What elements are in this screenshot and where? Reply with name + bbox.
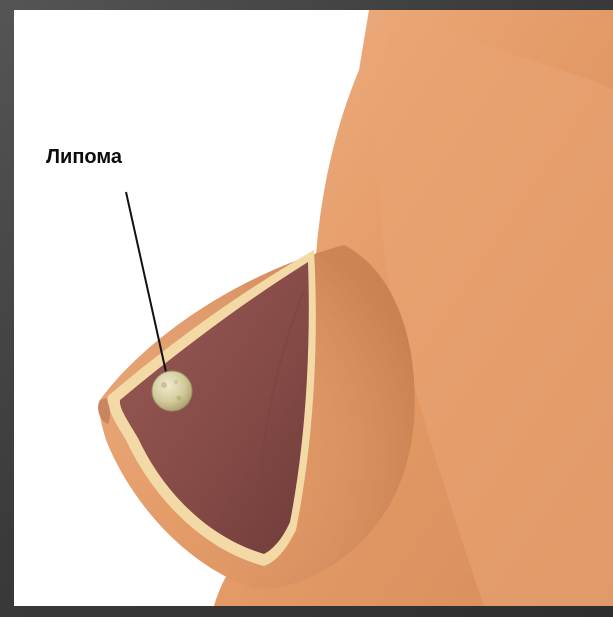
lipoma-texture-2 [177,396,182,401]
anatomy-illustration [14,10,613,606]
lipoma-texture-3 [174,380,178,384]
lipoma-label: Липома [46,146,122,169]
breast-cross-section-drawing [14,10,613,606]
lipoma-nodule [152,371,192,411]
lipoma-texture-1 [161,382,167,388]
